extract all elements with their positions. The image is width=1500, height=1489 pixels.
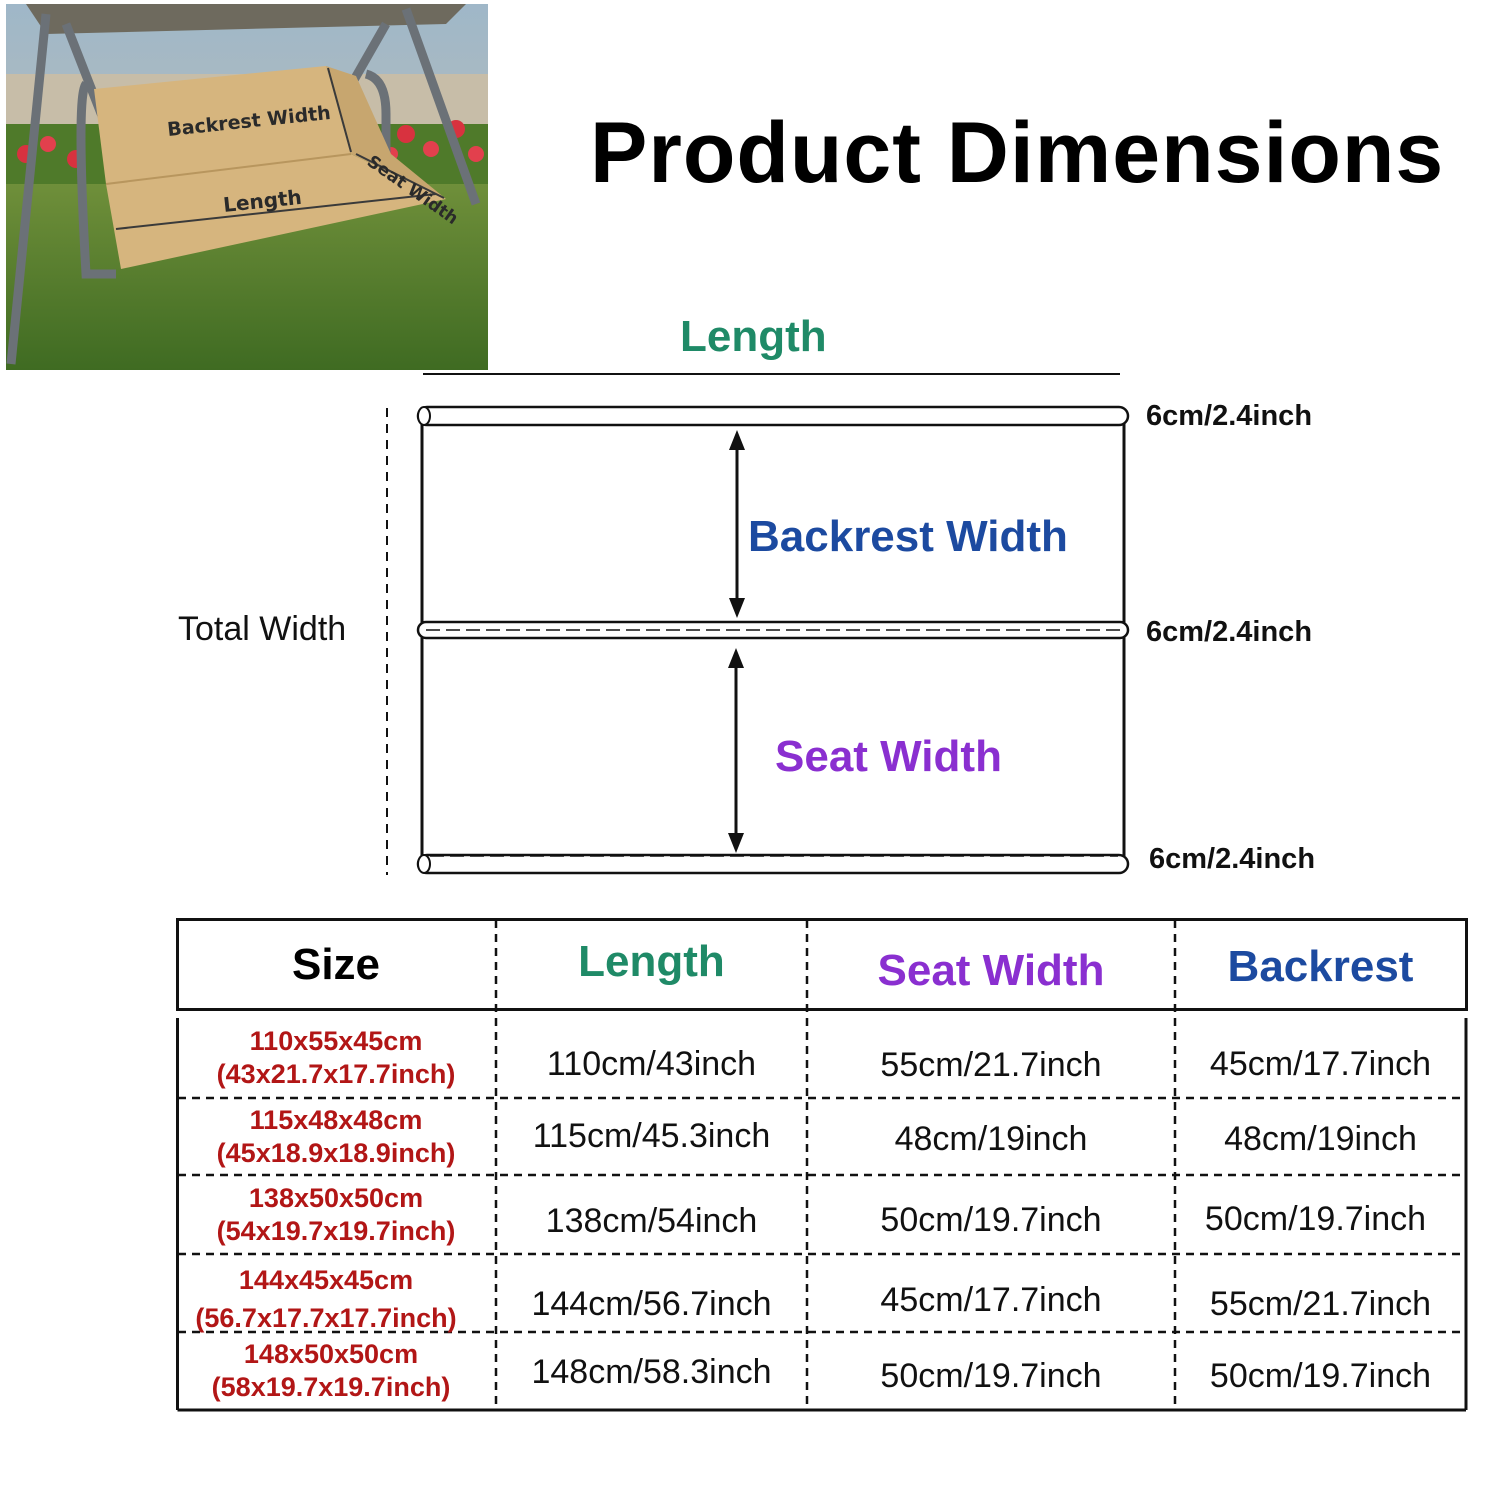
size-cell: 138x50x50cm (54x19.7x19.7inch) <box>176 1175 496 1254</box>
backrest-cell: 45cm/17.7inch <box>1209 1044 1432 1083</box>
page-title: Product Dimensions <box>590 105 1445 201</box>
size-inch: (45x18.9x18.9inch) <box>216 1137 456 1168</box>
size-table: Size Length Seat Width Backrest 110x55x4… <box>176 918 1468 1412</box>
length-cell: 144cm/56.7inch <box>531 1284 772 1323</box>
swing-seat-illustration: Backrest Width Length Seat Width <box>6 4 488 370</box>
header-size: Size <box>291 940 381 989</box>
tube-middle-shape <box>416 620 1130 640</box>
size-inch: (43x21.7x17.7inch) <box>216 1059 456 1089</box>
seat-width-cell: 50cm/19.7inch <box>880 1200 1102 1239</box>
length-cell: 110cm/43inch <box>546 1044 757 1083</box>
backrest-cell: 50cm/19.7inch <box>1204 1199 1427 1238</box>
size-cm: 115x48x48cm <box>249 1104 423 1135</box>
seat-width-cell: 50cm/19.7inch <box>880 1356 1102 1395</box>
tube-top-label: 6cm/2.4inch <box>1146 400 1313 432</box>
total-width-label: Total Width <box>178 610 347 648</box>
seat-fabric <box>94 66 446 269</box>
seat-width-cell: 45cm/17.7inch <box>880 1280 1102 1319</box>
seat-arrow <box>728 648 744 853</box>
size-cm: 144x45x45cm <box>238 1265 414 1295</box>
size-cell: 115x48x48cm (45x18.9x18.9inch) <box>176 1098 496 1175</box>
seat-width-cell: 55cm/21.7inch <box>880 1045 1102 1084</box>
tube-bottom-label: 6cm/2.4inch <box>1149 843 1316 875</box>
backrest-cell: 50cm/19.7inch <box>1209 1356 1432 1395</box>
header-seat-width: Seat Width <box>877 946 1105 995</box>
backrest-cell: 48cm/19inch <box>1224 1119 1417 1158</box>
length-label: Length <box>680 312 827 361</box>
table-grid <box>176 918 1468 1412</box>
tube-top-shape <box>416 405 1130 427</box>
size-cell: 144x45x45cm (56.7x17.7x17.7inch) <box>176 1254 476 1344</box>
header-backrest: Backrest <box>1227 942 1414 991</box>
size-inch: (54x19.7x19.7inch) <box>216 1215 456 1246</box>
size-cell: 148x50x50cm (58x19.7x19.7inch) <box>176 1332 486 1410</box>
seat-width-label: Seat Width <box>775 732 1002 781</box>
tube-bottom-shape <box>416 853 1130 875</box>
length-cell: 138cm/54inch <box>545 1201 758 1240</box>
backrest-arrow <box>729 430 745 618</box>
tube-middle-label: 6cm/2.4inch <box>1146 616 1313 648</box>
header-length: Length <box>578 937 725 986</box>
dimension-diagram: Length Backrest Width Seat Width Total W… <box>0 300 1500 900</box>
diagram-drawing <box>386 373 1130 875</box>
length-cell: 148cm/58.3inch <box>531 1352 772 1391</box>
length-cell: 115cm/45.3inch <box>532 1117 771 1155</box>
backrest-cell: 55cm/21.7inch <box>1209 1284 1432 1323</box>
size-inch: (58x19.7x19.7inch) <box>211 1372 451 1402</box>
size-cell: 110x55x45cm (43x21.7x17.7inch) <box>176 1018 496 1098</box>
size-cm: 110x55x45cm <box>249 1026 423 1056</box>
seat-width-cell: 48cm/19inch <box>894 1119 1088 1158</box>
size-inch: (56.7x17.7x17.7inch) <box>195 1303 457 1333</box>
size-cm: 148x50x50cm <box>243 1339 419 1369</box>
product-photo: Backrest Width Length Seat Width <box>6 4 488 370</box>
size-cm: 138x50x50cm <box>248 1182 424 1213</box>
backrest-width-label: Backrest Width <box>748 512 1068 561</box>
